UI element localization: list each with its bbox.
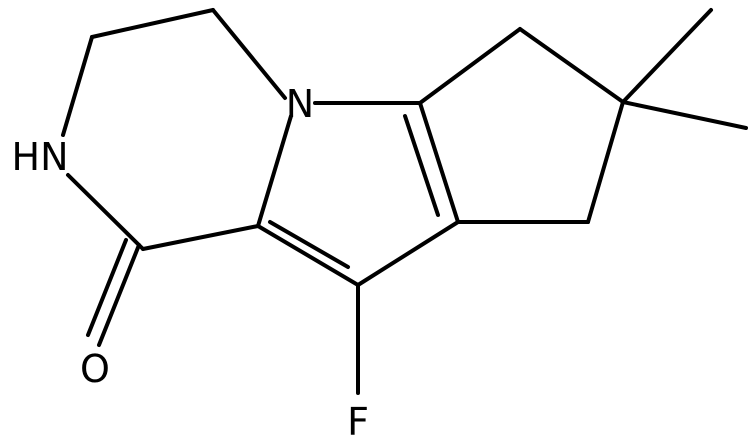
atom-label-n: N <box>286 82 314 126</box>
bond-ch2a-nh <box>61 35 94 137</box>
bond-c4a-c3a <box>418 101 460 224</box>
bond-ch2c-cq <box>518 27 625 104</box>
atom-labels: N HN O F <box>12 82 369 444</box>
atom-label-nh: HN <box>12 135 69 179</box>
bond-ch2b-n <box>211 8 287 100</box>
bond-c3a-cf <box>356 220 460 287</box>
bond-carbonyl-c8a <box>141 224 260 251</box>
bond-cq-methyl-1 <box>621 8 713 104</box>
bond-cf-c8a <box>256 224 360 287</box>
bond-cq-ch2d <box>586 100 625 224</box>
atom-label-o: O <box>80 347 110 391</box>
bond-c4a-c3a-inner <box>403 114 440 217</box>
bonds <box>61 8 748 395</box>
bond-n-c8a <box>256 114 293 228</box>
bond-carbonyl-o-1 <box>97 243 141 347</box>
bond-ch2a-ch2b <box>90 8 215 39</box>
bond-cf-c8a-inner <box>268 220 350 269</box>
bond-cq-methyl-2 <box>621 100 748 130</box>
atom-label-f: F <box>347 400 369 444</box>
bond-carbonyl-o-2 <box>86 238 128 337</box>
bond-c4a-ch2c <box>418 27 522 105</box>
bond-nh-carbonyl <box>66 173 145 251</box>
